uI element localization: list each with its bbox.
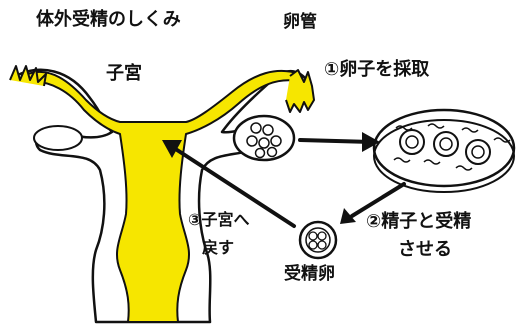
arrow-transfer (162, 140, 296, 228)
step-2-label-line1: ②精子と受精 (366, 211, 472, 232)
left-fimbriae (9, 65, 47, 87)
embryo (298, 220, 338, 260)
right-ovary (232, 114, 296, 162)
arrow-retrieve (298, 132, 380, 152)
fallopian-tube-label: 卵管 (283, 12, 317, 32)
embryo-label: 受精卵 (284, 264, 335, 284)
sperm (493, 137, 511, 143)
egg-cell (399, 129, 425, 155)
uterus-cavity (27, 69, 303, 323)
egg-cell (433, 131, 459, 157)
sperm (423, 159, 441, 165)
page-title: 体外受精のしくみ (36, 9, 181, 30)
step-1-label: ①卵子を採取 (324, 59, 430, 80)
step-3-label-line2: 戻す (202, 238, 235, 257)
sperm (393, 157, 411, 163)
arrow-fertilize (340, 182, 406, 224)
sperm (455, 165, 473, 171)
right-fimbriae (285, 69, 315, 113)
step-3-label-line1: ③子宮へ (188, 210, 250, 229)
uterus-label: 子宮 (106, 63, 142, 84)
petri-dish (372, 108, 516, 193)
sperm (427, 123, 445, 129)
sperm (395, 125, 413, 131)
sperm (461, 127, 479, 133)
left-ovary (33, 125, 83, 151)
egg-cell (465, 139, 491, 165)
step-2-label-line2: させる (398, 239, 452, 260)
